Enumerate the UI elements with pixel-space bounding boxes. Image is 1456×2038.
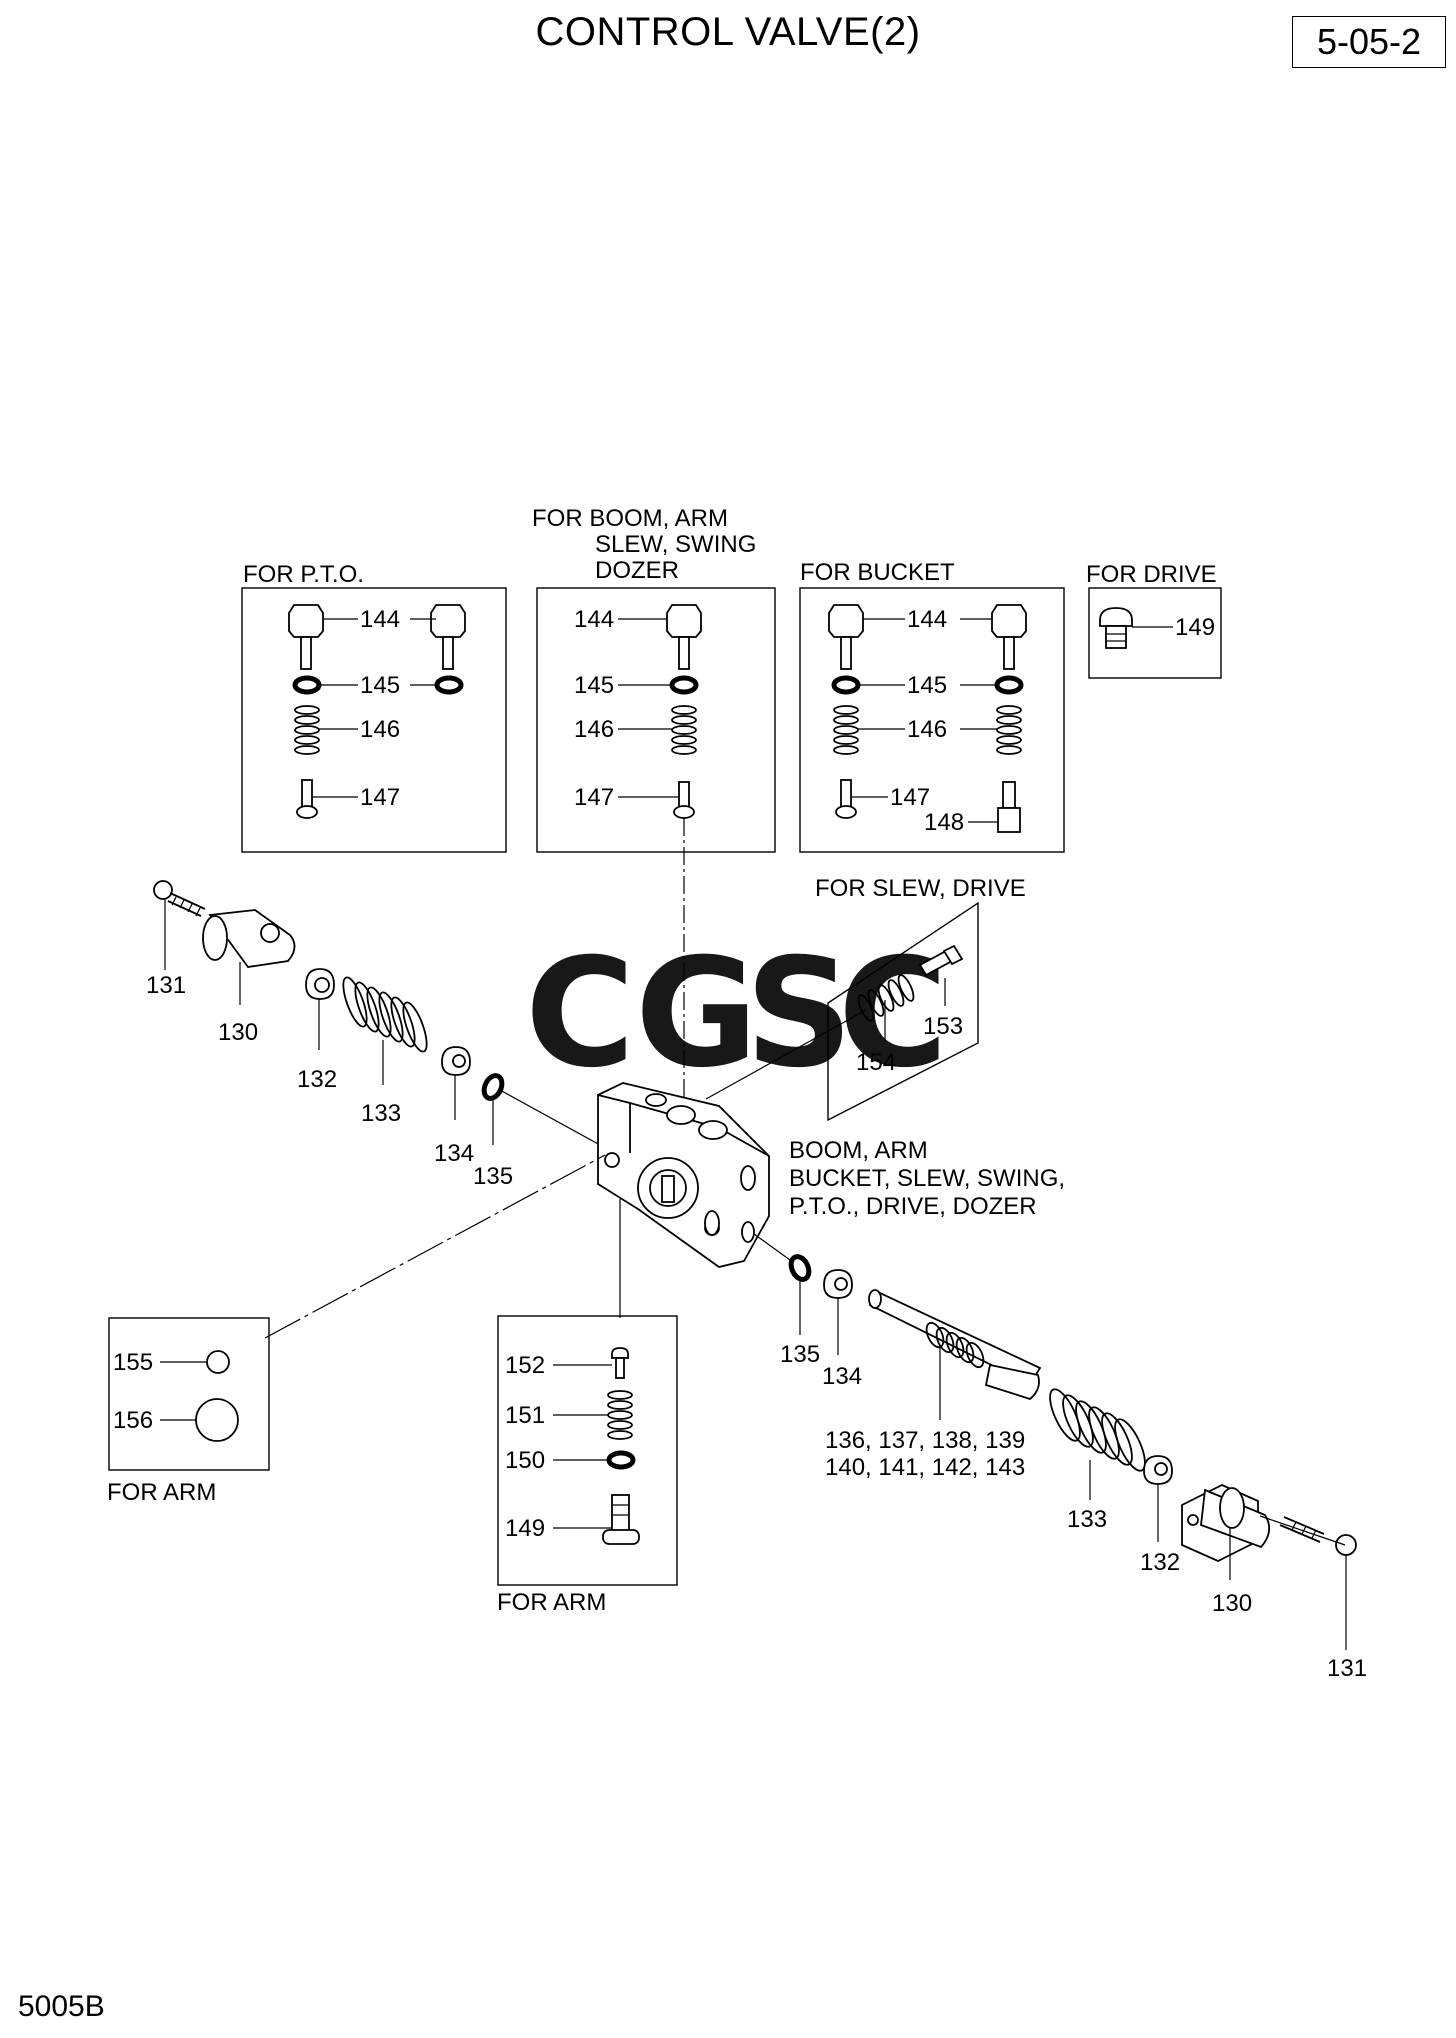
boom-label-144: 144: [574, 606, 614, 633]
drive-caption: FOR DRIVE: [1086, 561, 1217, 588]
slew-drive-parts: [705, 944, 964, 1100]
bucket-group-box: [799, 587, 1065, 853]
right-label-132: 132: [1140, 1549, 1180, 1576]
left-label-133: 133: [361, 1100, 401, 1127]
right-label-134: 134: [822, 1363, 862, 1390]
drive-label-149: 149: [1175, 614, 1215, 641]
bucket-label-148: 148: [924, 809, 964, 836]
left-label-135: 135: [473, 1163, 513, 1190]
valve-body-caption-line-2: BUCKET, SLEW, SWING,: [789, 1165, 1065, 1192]
slew-drive-label-153: 153: [923, 1013, 963, 1040]
right-end-assembly: [788, 1254, 1357, 1650]
boom-label-147: 147: [574, 784, 614, 811]
watermark-letter-1: C: [525, 927, 635, 1101]
boom-label-145: 145: [574, 672, 614, 699]
arm-bottom-group-box: [497, 1315, 678, 1586]
arm-bottom-label-149: 149: [505, 1515, 545, 1542]
pto-label-147: 147: [360, 784, 400, 811]
arm-left-caption: FOR ARM: [107, 1479, 216, 1506]
right-label-130: 130: [1212, 1590, 1252, 1617]
boom-group-box: [536, 587, 776, 853]
bucket-label-147: 147: [890, 784, 930, 811]
arm-left-leader: [264, 1154, 606, 1339]
arm-bottom-label-151: 151: [505, 1402, 545, 1429]
boom-caption-line-1: FOR BOOM, ARM: [532, 505, 728, 532]
arm-bottom-label-152: 152: [505, 1352, 545, 1379]
valve-body: [597, 1082, 791, 1318]
arm-bottom-caption: FOR ARM: [497, 1589, 606, 1616]
watermark: C G S C: [525, 927, 948, 1101]
arm-bottom-label-150: 150: [505, 1447, 545, 1474]
watermark-letter-3: S: [745, 927, 853, 1101]
valve-body-caption-line-1: BOOM, ARM: [789, 1137, 928, 1164]
bucket-label-146: 146: [907, 716, 947, 743]
right-label-135: 135: [780, 1341, 820, 1368]
slew-drive-label-154: 154: [856, 1049, 896, 1076]
boom-caption-line-2: SLEW, SWING: [595, 531, 756, 558]
page-title: CONTROL VALVE(2): [535, 10, 921, 54]
left-label-132: 132: [297, 1066, 337, 1093]
document-code: 5005B: [18, 1990, 105, 2023]
drive-plug: [1099, 607, 1173, 649]
pto-label-144: 144: [360, 606, 400, 633]
bucket-caption: FOR BUCKET: [800, 559, 955, 586]
boom-caption-line-3: DOZER: [595, 557, 679, 584]
valve-body-caption-line-3: P.T.O., DRIVE, DOZER: [789, 1193, 1037, 1220]
right-label-133: 133: [1067, 1506, 1107, 1533]
left-label-130: 130: [218, 1019, 258, 1046]
bucket-parts: [828, 604, 1027, 833]
watermark-letter-4: C: [838, 927, 948, 1101]
left-end-assembly: [153, 880, 601, 1146]
watermark-letter-2: G: [635, 927, 758, 1101]
pto-label-146: 146: [360, 716, 400, 743]
left-label-131: 131: [146, 972, 186, 999]
boom-parts: [618, 604, 702, 1115]
spool-label-line-2: 140, 141, 142, 143: [825, 1454, 1025, 1481]
arm-left-label-156: 156: [113, 1407, 153, 1434]
bucket-label-145: 145: [907, 672, 947, 699]
pto-parts: [288, 604, 466, 819]
spool-label-line-1: 136, 137, 138, 139: [825, 1427, 1025, 1454]
pto-label-145: 145: [360, 672, 400, 699]
pto-group-box: [241, 587, 507, 853]
page-number-box: 5-05-2: [1292, 16, 1446, 68]
right-label-131: 131: [1327, 1655, 1367, 1682]
slew-drive-group-box: [827, 901, 979, 1122]
arm-left-parts: [160, 1350, 239, 1442]
bucket-label-144: 144: [907, 606, 947, 633]
arm-left-group-box: [108, 1317, 270, 1471]
drive-group-box: [1088, 587, 1222, 679]
left-label-134: 134: [434, 1140, 474, 1167]
arm-bottom-parts: [553, 1347, 640, 1545]
arm-left-label-155: 155: [113, 1349, 153, 1376]
pto-caption: FOR P.T.O.: [243, 561, 364, 588]
slew-drive-caption: FOR SLEW, DRIVE: [815, 875, 1026, 902]
boom-label-146: 146: [574, 716, 614, 743]
